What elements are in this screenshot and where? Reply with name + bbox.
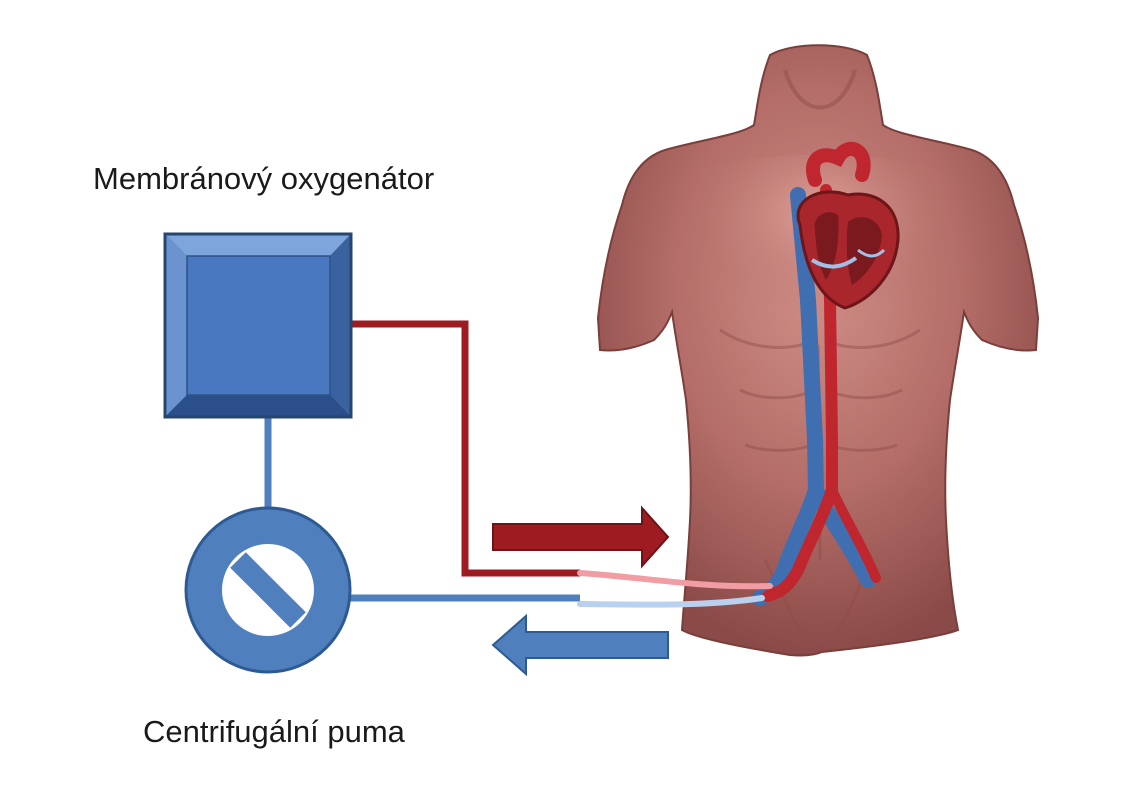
arrow-left-icon xyxy=(491,613,669,677)
arrow-right-icon xyxy=(492,505,670,569)
heart-icon xyxy=(796,141,900,310)
great-vessels xyxy=(752,184,881,606)
oxygenator-box-icon xyxy=(163,232,353,419)
neck-shadow xyxy=(783,69,857,110)
venous-cannula xyxy=(577,595,765,608)
oxygenated-line xyxy=(350,320,580,577)
oxygenator-label: Membránový oxygenátor xyxy=(93,161,435,196)
arterial-cannula xyxy=(577,570,773,590)
pump-label: Centrifugální puma xyxy=(143,714,405,749)
pump-circle-icon xyxy=(184,506,352,674)
